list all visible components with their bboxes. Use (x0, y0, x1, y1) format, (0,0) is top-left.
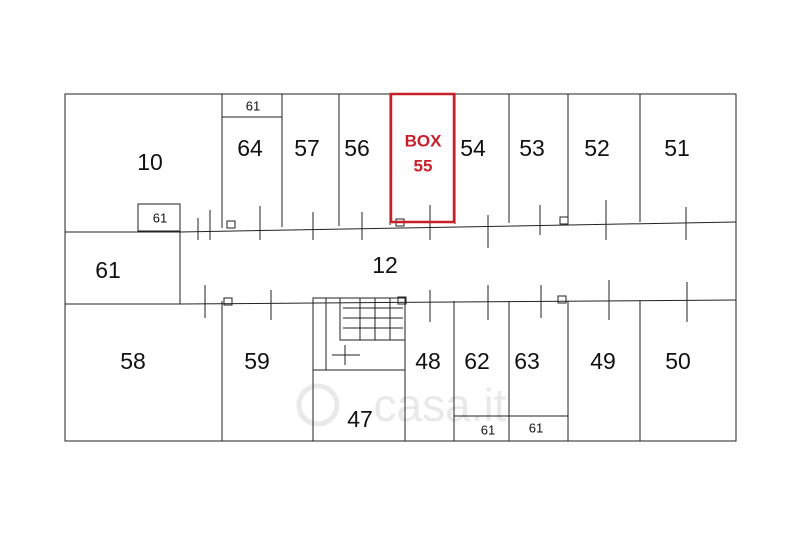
room-64-label[interactable]: 64 (237, 135, 263, 161)
room-61-bottom-a-label[interactable]: 61 (481, 423, 495, 438)
room-53-label[interactable]: 53 (519, 135, 545, 161)
room-59-label[interactable]: 59 (244, 348, 270, 374)
room-labels: 10 61 64 57 56 54 53 52 51 61 61 12 58 5… (95, 99, 691, 438)
room-61-small-left-label[interactable]: 61 (153, 211, 167, 226)
room-51-label[interactable]: 51 (664, 135, 690, 161)
room-48-label[interactable]: 48 (415, 348, 441, 374)
highlight-box-55-outline (389, 92, 456, 224)
watermark-text: casa.it (374, 379, 507, 431)
highlight-box-number: 55 (414, 157, 433, 176)
room-63-label[interactable]: 63 (514, 348, 540, 374)
room-50-label[interactable]: 50 (665, 348, 691, 374)
watermark: casa.it (296, 379, 507, 431)
room-57-label[interactable]: 57 (294, 135, 320, 161)
corridor-12-label[interactable]: 12 (372, 252, 398, 278)
door-marks-top (197, 200, 687, 248)
room-62-label[interactable]: 62 (464, 348, 490, 374)
room-49-label[interactable]: 49 (590, 348, 616, 374)
highlight-box-55[interactable]: BOX 55 (389, 92, 456, 224)
room-61-top-label[interactable]: 61 (246, 99, 260, 114)
room-10-label[interactable]: 10 (137, 149, 163, 175)
room-54-label[interactable]: 54 (460, 135, 486, 161)
corridor-walls (65, 221, 737, 305)
highlight-box-label: BOX (405, 132, 443, 151)
room-47-label[interactable]: 47 (347, 406, 373, 432)
door-marks-bottom (204, 280, 688, 322)
top-row-walls (137, 93, 641, 232)
room-52-label[interactable]: 52 (584, 135, 610, 161)
room-58-label[interactable]: 58 (120, 348, 146, 374)
watermark-logo-icon (296, 383, 340, 427)
room-61-bottom-b-label[interactable]: 61 (529, 421, 543, 436)
room-61-left-label[interactable]: 61 (95, 257, 121, 283)
stairwell-icon (312, 297, 406, 371)
room-56-label[interactable]: 56 (344, 135, 370, 161)
